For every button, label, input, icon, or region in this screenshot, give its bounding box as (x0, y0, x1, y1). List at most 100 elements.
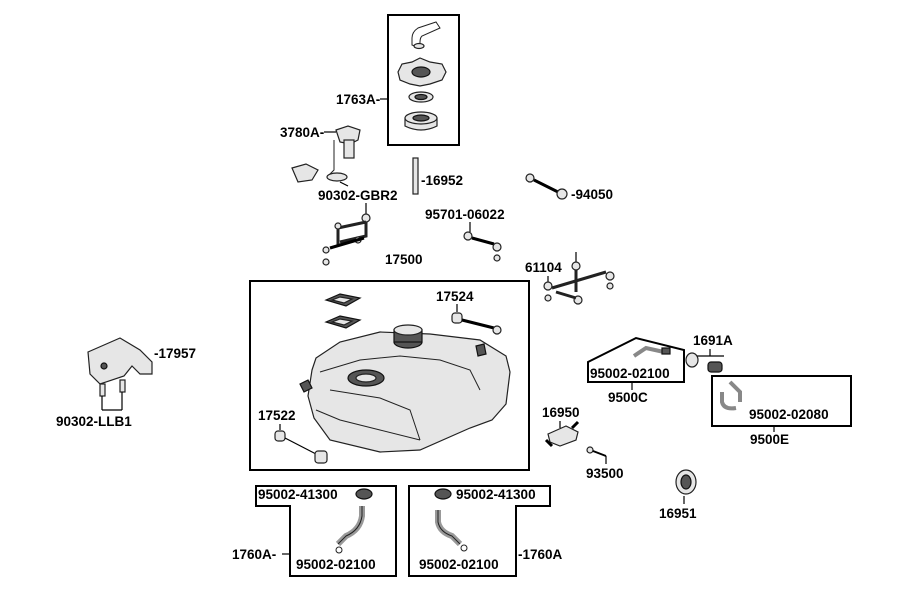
label-1760a-right: -1760A (518, 547, 563, 562)
sensor-center (680, 474, 692, 490)
bolt-part (119, 379, 126, 393)
tube-group-1760a-left[interactable]: 95002-41300 1760A- 95002-02100 (232, 485, 397, 577)
fuel-cap-assembly[interactable]: 1763A- (336, 14, 460, 146)
hose-part (435, 510, 463, 547)
fuel-pump[interactable]: 3780A- 90302-GBR2 (280, 125, 398, 203)
group-9500e-frame (711, 375, 852, 427)
tank-bracket-17957[interactable]: -17957 90302-LLB1 (56, 337, 196, 429)
hose-part (335, 506, 365, 547)
bolt-head (571, 261, 581, 271)
label-9500c-clamp: 95002-02100 (590, 366, 670, 381)
label-95701-06022: 95701-06022 (425, 207, 505, 222)
valve-1691a[interactable]: 1691A (685, 333, 733, 373)
label-1691a: 1691A (693, 333, 733, 348)
fitting-nipple (544, 438, 554, 448)
cap-ring-hole (412, 114, 430, 122)
leader-line (284, 437, 317, 455)
vent-tube-part (411, 21, 441, 49)
nut-part (605, 271, 615, 281)
label-cap-right: 95002-41300 (456, 487, 536, 502)
grommet-part (314, 450, 328, 464)
tank-contour (315, 409, 421, 441)
tube-part (728, 380, 742, 402)
cap-gasket-hole (414, 93, 428, 101)
bracket-95701-06022[interactable]: 95701-06022 (425, 207, 505, 262)
bracket-hole (100, 362, 108, 370)
tube-group-9500c[interactable]: 95002-02100 9500C (587, 336, 685, 405)
tube-group-1760a-right[interactable]: 95002-41300 -1760A 95002-02100 (408, 485, 563, 577)
fuel-pump-body (343, 139, 355, 159)
fuel-tank-frame (249, 280, 530, 471)
bolt-head (334, 222, 342, 230)
mount-bracket-left[interactable] (322, 203, 371, 266)
fuel-pump-wire (327, 140, 335, 177)
hose-outline (337, 506, 363, 545)
screw-shaft (592, 450, 607, 457)
label-9500e: 9500E (750, 432, 789, 447)
label-17500: 17500 (385, 252, 423, 267)
label-90302-llb1: 90302-LLB1 (56, 414, 132, 429)
group-9500c-frame (587, 336, 685, 383)
clamp-ring (335, 546, 343, 554)
label-clamp-right: 95002-02100 (419, 557, 499, 572)
bracket-strap (336, 220, 368, 246)
tank-tab (475, 343, 487, 357)
grommet-part (274, 430, 286, 442)
tank-contour (329, 389, 421, 441)
bracket-strap (551, 270, 607, 300)
bolt-head (492, 325, 502, 335)
hose-outline (437, 510, 461, 545)
fuel-tank-body (307, 331, 511, 453)
label-16950: 16950 (542, 405, 580, 420)
label-17522: 17522 (258, 408, 296, 423)
bracket-strap (471, 236, 495, 246)
grommet-part (451, 312, 463, 324)
bolt-head (463, 231, 473, 241)
label-16952: -16952 (421, 173, 463, 188)
tank-pump-port-inner (355, 373, 377, 383)
stud-16952[interactable]: -16952 (412, 157, 463, 195)
bolt-head (322, 246, 330, 254)
tank-filler-top (393, 324, 423, 336)
group-1760a-left-frame (255, 485, 397, 577)
tube-part (720, 392, 737, 411)
screw-head (586, 446, 594, 454)
bracket-94050[interactable]: -94050 (525, 173, 613, 202)
label-16951: 16951 (659, 506, 697, 521)
bolt-head (525, 173, 535, 183)
tank-pad-center (329, 296, 354, 304)
tube-group-9500e[interactable]: 95002-02080 9500E (711, 375, 852, 447)
label-clamp-left: 95002-02100 (296, 557, 376, 572)
stud-part (412, 157, 419, 195)
pump-oring-part (326, 172, 348, 182)
tank-tab (299, 379, 313, 393)
label-3780a: 3780A- (280, 125, 324, 140)
sensor-16951[interactable]: 16951 (659, 469, 697, 521)
tank-contour (319, 355, 481, 391)
screw-93500[interactable]: 93500 (586, 446, 624, 481)
bolt-head (361, 213, 371, 223)
tank-pad-center (329, 318, 354, 326)
bolt-part (99, 383, 106, 397)
fuel-cap-center (411, 66, 431, 78)
fuel-tank-group[interactable]: 17500 17524 17522 (249, 252, 530, 471)
fitting-nipple (570, 420, 580, 430)
label-90302-gbr2: 90302-GBR2 (318, 188, 398, 203)
fuel-cap-assembly-frame (387, 14, 460, 146)
bolt-head (493, 254, 501, 262)
valve-part (685, 352, 699, 368)
nut-part (556, 188, 568, 200)
label-61104: 61104 (525, 260, 562, 275)
vent-tube-end (413, 42, 425, 50)
label-17957: -17957 (154, 346, 196, 361)
label-1763a: 1763A- (336, 92, 380, 107)
fitting-16950[interactable]: 16950 (542, 405, 580, 448)
fitting-body (547, 425, 579, 447)
cap-part (434, 488, 452, 500)
bracket-group-61104[interactable]: 61104 (525, 252, 615, 305)
label-94050: -94050 (571, 187, 613, 202)
bolt-head (543, 281, 553, 291)
label-93500: 93500 (586, 466, 624, 481)
label-cap-left: 95002-41300 (258, 487, 338, 502)
